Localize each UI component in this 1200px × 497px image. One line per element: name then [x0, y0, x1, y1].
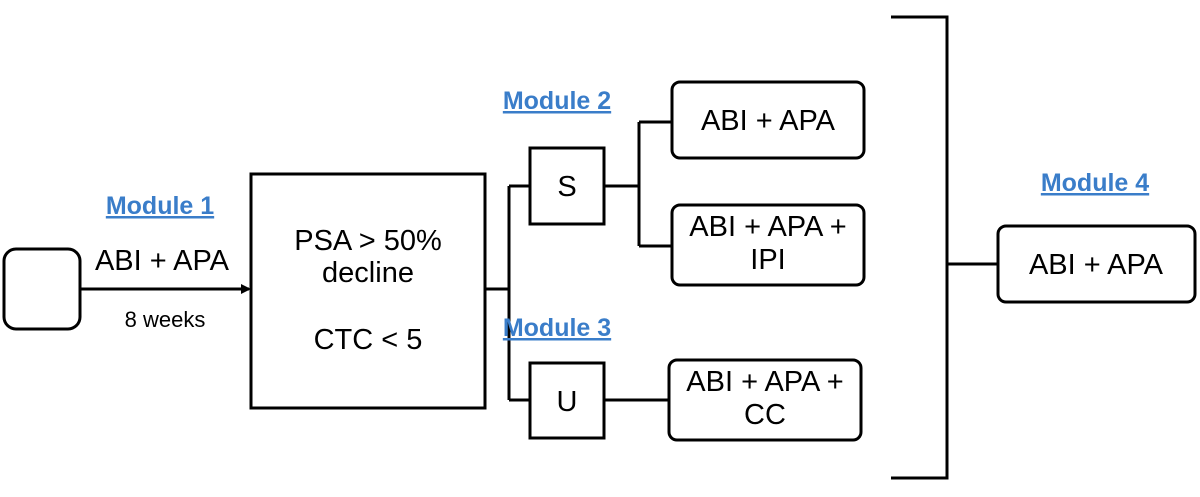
treatment-box-abi-apa-cc [667, 358, 863, 442]
treatment-box-abi-apa [670, 80, 866, 160]
module-1-heading: Module 1 [106, 192, 214, 220]
treatment-2-line-1: ABI + APA + [689, 211, 846, 243]
treatment-4-line-1: ABI + APA [1029, 249, 1164, 281]
treatment-2-line-2: IPI [750, 244, 785, 276]
treatment-box-abi-apa-ipi [670, 203, 866, 287]
module-2-heading: Module 2 [503, 87, 611, 115]
arrow-drug-label: ABI + APA [95, 245, 230, 277]
treatment-3-line-2: CC [744, 399, 786, 431]
unsensitive-label: U [557, 386, 578, 418]
treatment-3-line-1: ABI + APA + [686, 366, 843, 398]
module-4-bracket [891, 15, 949, 480]
criteria-decline: decline [322, 257, 414, 289]
split-connector [485, 184, 530, 402]
treatment-box-module-4 [996, 224, 1197, 304]
s-branch-connector [604, 120, 672, 248]
criteria-psa: PSA > 50% [294, 225, 442, 257]
unsensitive-box [528, 361, 606, 440]
treatment-1-line-1: ABI + APA [701, 105, 836, 137]
start-box [2, 247, 82, 331]
criteria-ctc: CTC < 5 [314, 324, 423, 356]
criteria-box [249, 172, 487, 410]
module-3-heading: Module 3 [503, 314, 611, 342]
sensitive-label: S [557, 171, 576, 203]
arrow-duration-label: 8 weeks [125, 307, 206, 332]
module-4-heading: Module 4 [1041, 169, 1149, 197]
